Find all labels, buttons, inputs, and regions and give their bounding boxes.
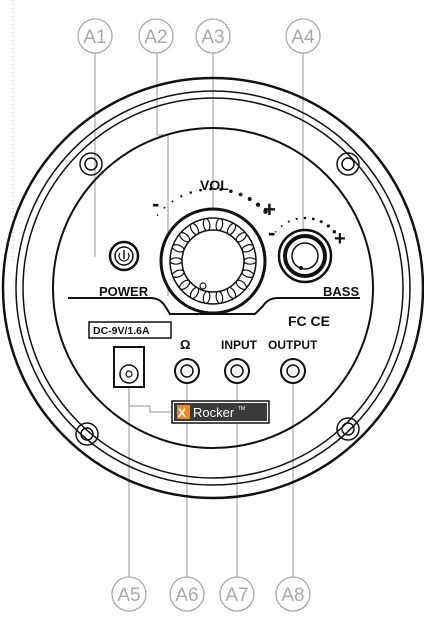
brand-name: Rocker xyxy=(193,405,235,420)
knob-ridges xyxy=(169,218,257,304)
brand-trademark: TM xyxy=(238,406,245,412)
bass-plus-label: + xyxy=(334,228,346,250)
brand-logo-icon: X xyxy=(178,406,186,420)
headphone-icon: Ω xyxy=(180,337,190,352)
vol-plus-label: + xyxy=(263,197,276,222)
svg-text:A1: A1 xyxy=(83,27,106,48)
power-switch[interactable] xyxy=(108,240,140,272)
bass-label: BASS xyxy=(323,284,359,299)
volume-knob[interactable] xyxy=(159,207,267,315)
input-jack[interactable] xyxy=(224,358,250,384)
bass-minus-label: - xyxy=(268,220,275,245)
svg-text:A5: A5 xyxy=(117,585,140,606)
speaker-housing xyxy=(1,76,424,500)
dc-label-box xyxy=(88,321,172,339)
bass-knob[interactable] xyxy=(277,228,333,284)
dc-power-jack[interactable] xyxy=(113,346,145,388)
svg-text:A4: A4 xyxy=(291,27,315,48)
output-jack[interactable] xyxy=(280,358,306,384)
brand-plate xyxy=(171,400,270,424)
leader-lines xyxy=(94,52,304,577)
headphone-jack[interactable] xyxy=(174,358,200,384)
callout-a2: A2 xyxy=(138,18,174,54)
input-label: INPUT xyxy=(221,338,258,352)
certification-marks: FC CE xyxy=(288,313,330,329)
svg-text:A2: A2 xyxy=(144,27,167,48)
dc-rating-label: DC-9V/1.6A xyxy=(93,325,150,337)
svg-text:A7: A7 xyxy=(225,585,248,606)
callout-a5: A5 xyxy=(111,576,147,612)
svg-text:A8: A8 xyxy=(281,585,304,606)
output-label: OUTPUT xyxy=(268,338,318,352)
svg-text:A6: A6 xyxy=(175,585,198,606)
callout-a3: A3 xyxy=(195,18,231,54)
vol-label: VOL xyxy=(200,177,229,193)
bass-scale-dots xyxy=(274,216,337,234)
callout-a6: A6 xyxy=(169,576,205,612)
callout-a4: A4 xyxy=(285,18,321,54)
power-label: POWER xyxy=(99,284,149,299)
mounting-screw-icon xyxy=(75,152,360,446)
svg-text:A3: A3 xyxy=(201,27,224,48)
callout-a1: A1 xyxy=(77,18,113,54)
callout-a7: A7 xyxy=(219,576,255,612)
volume-scale-dots xyxy=(156,187,268,216)
callout-a8: A8 xyxy=(275,576,311,612)
vol-minus-label: - xyxy=(152,191,159,216)
